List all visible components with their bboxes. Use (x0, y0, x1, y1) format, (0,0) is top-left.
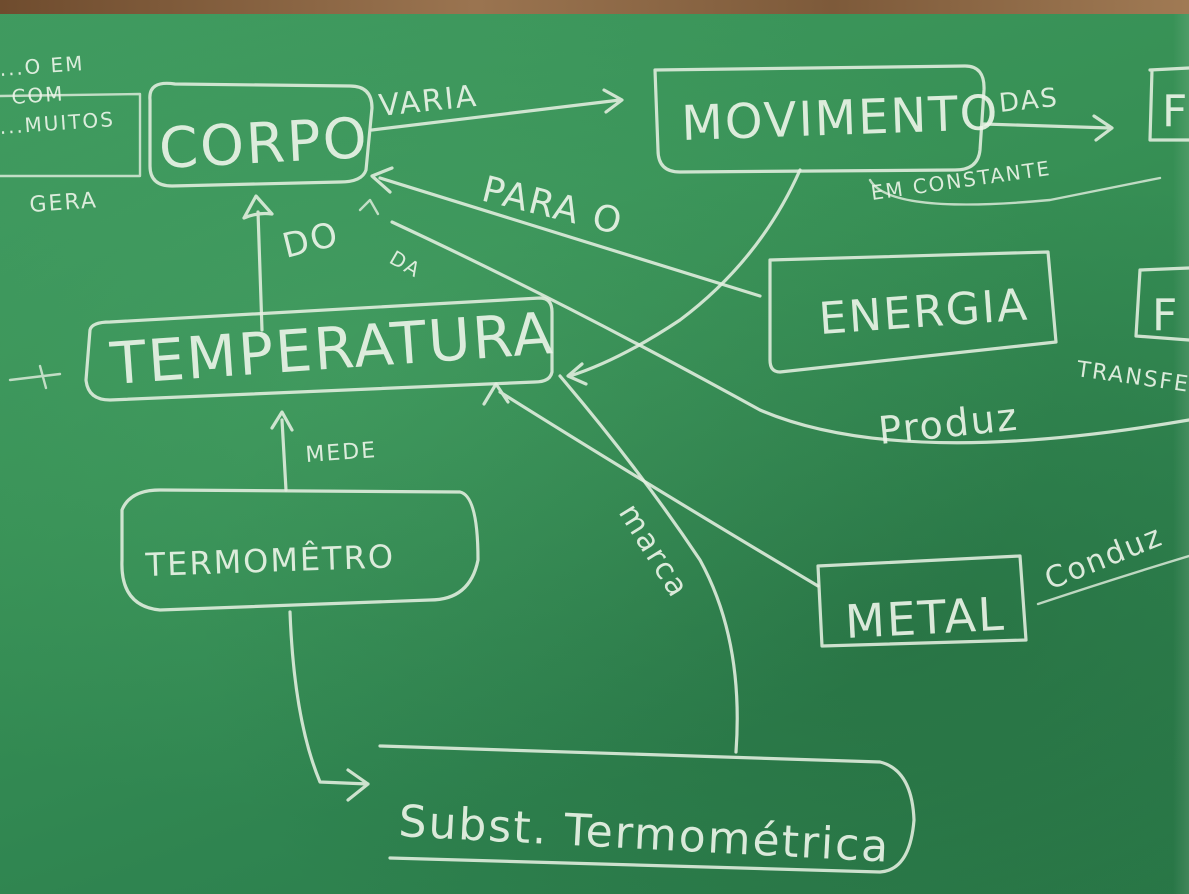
link-das: DAS (998, 83, 1061, 119)
arrow-termometro-subst (288, 610, 370, 802)
link-gera: GERA (29, 188, 99, 218)
board-frame-top (0, 0, 1189, 16)
link-marca: marca (611, 498, 696, 605)
link-transfere: TRANSFE (1074, 357, 1189, 398)
arrow-temperatura-corpo (242, 194, 274, 332)
link-produz: Produz (876, 395, 1020, 453)
arrow-metal-temperatura (482, 382, 820, 588)
temperatura-box (84, 296, 554, 402)
left-fragment-1: ...O EM (0, 51, 85, 81)
left-box-fragment (0, 92, 142, 178)
corpo-box (148, 81, 374, 188)
line-marca (558, 374, 739, 754)
movimento-label: MOVIMENTO (680, 85, 1000, 152)
link-em-constante: EM CONSTANTE (869, 156, 1052, 205)
energia-box (768, 250, 1058, 374)
subst-box (378, 744, 916, 874)
link-da: DA (386, 246, 426, 283)
board-edge-glare (1173, 14, 1189, 894)
edge-node-f2-label: F (1152, 290, 1179, 341)
arrow-movimento-right (982, 114, 1114, 142)
termometro-box (120, 488, 480, 612)
corpo-label: CORPO (157, 106, 370, 182)
line-energia-via-movimento (566, 168, 802, 386)
edge-box-right (1134, 266, 1189, 342)
left-fragment-2: COM (11, 81, 66, 109)
left-fragment-3: ...MUITOS (0, 107, 116, 139)
line-conduz (1036, 554, 1189, 606)
arrow-termometro-temperatura (270, 410, 294, 492)
line-left-fragment (8, 364, 62, 390)
line-em-constante (868, 176, 1162, 206)
chalkboard-surface (0, 14, 1189, 894)
metal-label: METAL (844, 587, 1007, 649)
movimento-box (653, 64, 986, 174)
termometro-label: TERMOMÊTRO (144, 537, 396, 584)
arrow-corpo-movimento (370, 88, 624, 132)
link-conduz: Conduz (1040, 518, 1168, 597)
line-produz (390, 220, 1189, 445)
link-do: DO (279, 214, 344, 267)
link-mede: MEDE (305, 438, 378, 468)
energia-label: ENERGIA (817, 279, 1030, 345)
edge-box-top-right (1148, 66, 1189, 142)
link-varia: VARIA (377, 79, 479, 124)
edge-node-f-label: F (1162, 86, 1189, 137)
metal-box (816, 554, 1028, 648)
line-do (358, 198, 380, 216)
arrow-energia-corpo (370, 166, 762, 298)
